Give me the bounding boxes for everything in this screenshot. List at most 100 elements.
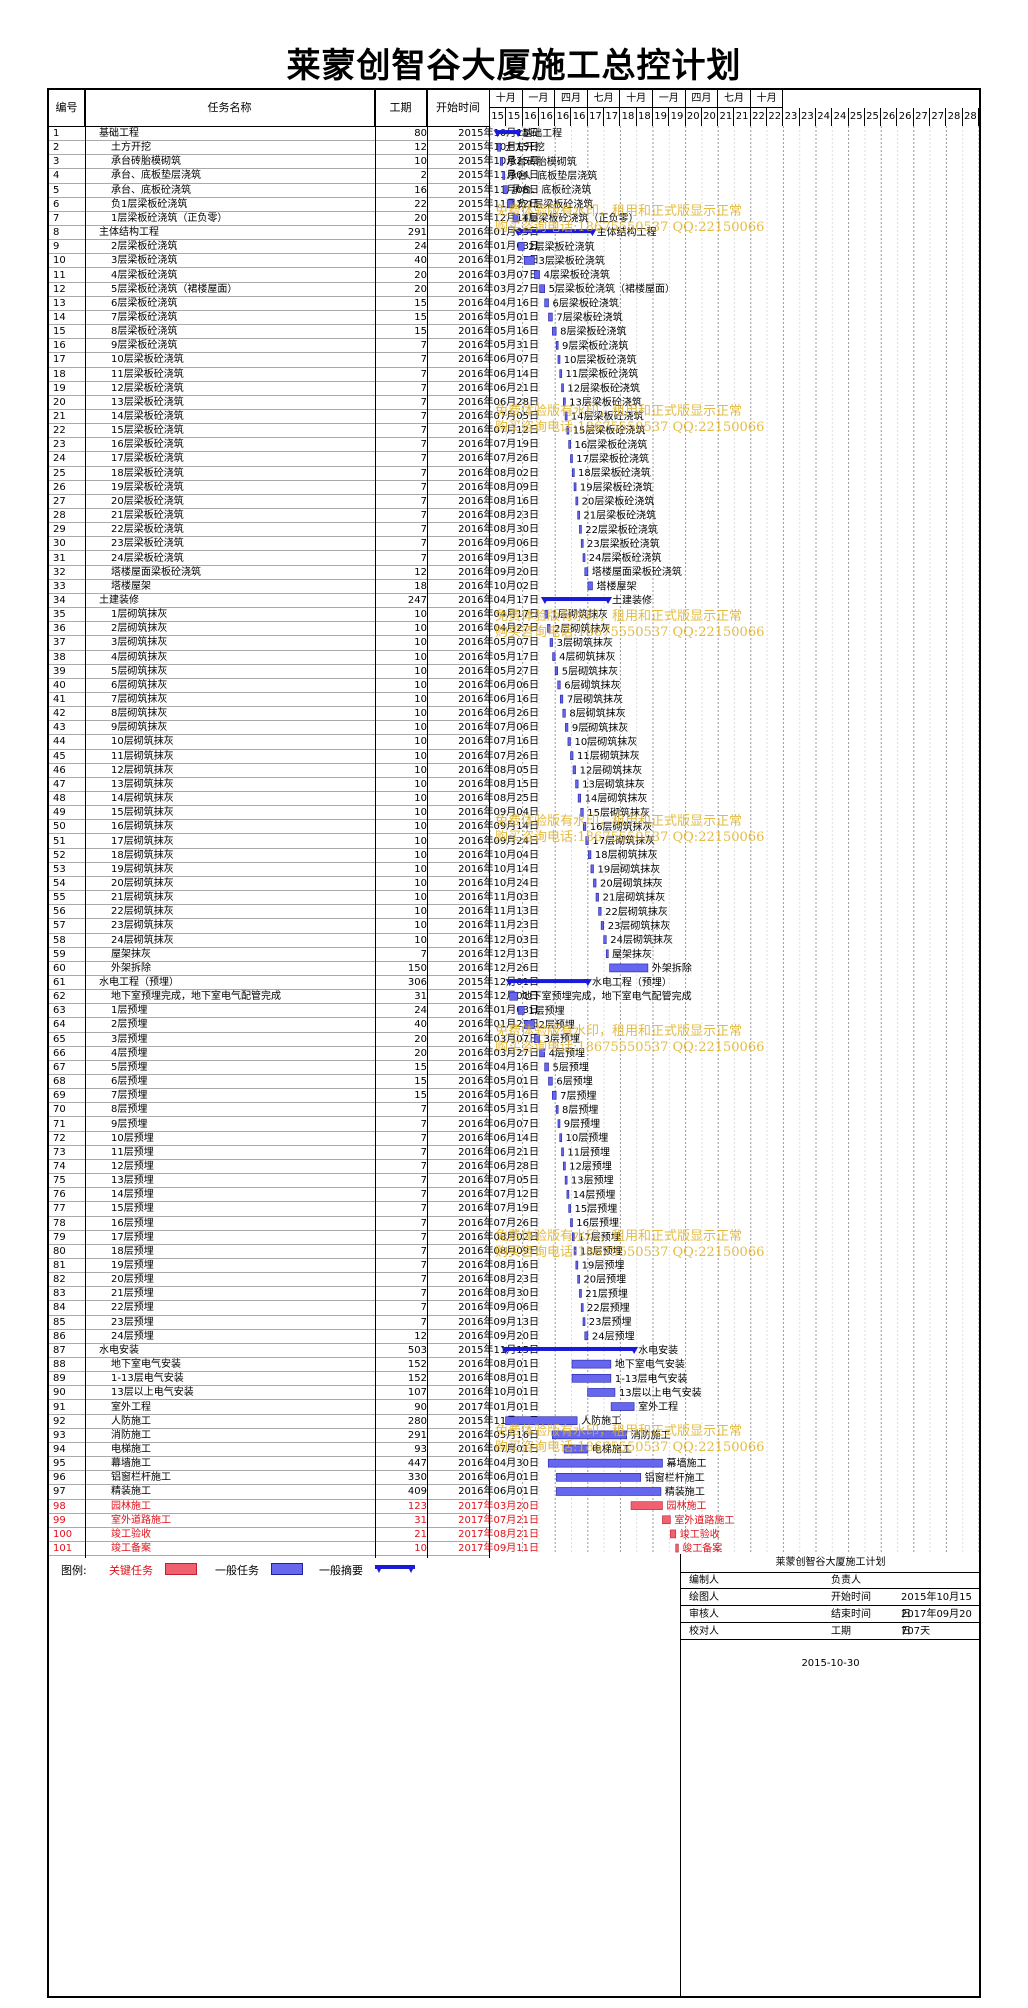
- gantt-bar-50[interactable]: 16层砌筑抹灰: [582, 820, 653, 833]
- gantt-bar-77[interactable]: 15层预埋: [568, 1203, 618, 1215]
- gantt-bar-70[interactable]: 8层预埋: [555, 1104, 598, 1116]
- gantt-bar-90[interactable]: 13层以上电气安装: [587, 1386, 702, 1399]
- gantt-bar-22[interactable]: 15层梁板砼浇筑: [566, 424, 646, 437]
- gantt-bar-51[interactable]: 17层砌筑抹灰: [585, 834, 655, 847]
- gantt-bar-88[interactable]: 地下室电气安装: [571, 1358, 685, 1371]
- gantt-bar-81[interactable]: 19层预埋: [575, 1260, 625, 1272]
- gantt-bar-66[interactable]: 4层预埋: [539, 1047, 585, 1059]
- gantt-bar-8[interactable]: 主体结构工程: [514, 226, 656, 239]
- gantt-bar-11[interactable]: 4层梁板砼浇筑: [534, 268, 610, 281]
- gantt-bar-48[interactable]: 14层砌筑抹灰: [577, 792, 647, 805]
- gantt-bar-12[interactable]: 5层梁板砼浇筑（裙楼屋面）: [539, 282, 675, 295]
- gantt-bar-97[interactable]: 精装施工: [556, 1485, 705, 1498]
- signoff-field-value[interactable]: 707天: [901, 1626, 931, 1637]
- gantt-bar-89[interactable]: 1-13层电气安装: [571, 1372, 688, 1385]
- gantt-bar-37[interactable]: 3层砌筑抹灰: [549, 636, 613, 649]
- gantt-bar-92[interactable]: 人防施工: [505, 1414, 622, 1427]
- gantt-bar-54[interactable]: 20层砌筑抹灰: [593, 877, 663, 890]
- gantt-bar-45[interactable]: 11层砌筑抹灰: [570, 749, 640, 762]
- gantt-bar-3[interactable]: 承台砖胎模砌筑: [499, 155, 577, 168]
- gantt-bar-83[interactable]: 21层预埋: [579, 1288, 628, 1300]
- gantt-bar-78[interactable]: 16层预埋: [570, 1217, 619, 1229]
- gantt-bar-24[interactable]: 17层梁板砼浇筑: [570, 452, 649, 465]
- gantt-bar-98[interactable]: 园林施工: [630, 1499, 706, 1512]
- gantt-bar-75[interactable]: 13层预埋: [564, 1175, 614, 1187]
- gantt-bar-91[interactable]: 室外工程: [610, 1400, 678, 1413]
- gantt-bar-16[interactable]: 9层梁板砼浇筑: [555, 339, 628, 352]
- gantt-bar-86[interactable]: 24层预埋: [584, 1330, 635, 1342]
- gantt-bar-31[interactable]: 24层梁板砼浇筑: [582, 551, 662, 564]
- gantt-bar-36[interactable]: 2层砌筑抹灰: [547, 622, 610, 635]
- gantt-bar-64[interactable]: 2层预埋: [523, 1019, 575, 1031]
- gantt-bar-85[interactable]: 23层预埋: [582, 1316, 632, 1328]
- gantt-bar-28[interactable]: 21层梁板砼浇筑: [577, 509, 657, 522]
- gantt-bar-82[interactable]: 20层预埋: [577, 1274, 627, 1286]
- gantt-bar-47[interactable]: 13层砌筑抹灰: [575, 777, 645, 790]
- gantt-bar-65[interactable]: 3层预埋: [534, 1033, 580, 1045]
- gantt-bar-76[interactable]: 14层预埋: [566, 1189, 616, 1201]
- gantt-bar-67[interactable]: 5层预埋: [544, 1061, 589, 1073]
- gantt-bar-43[interactable]: 9层砌筑抹灰: [565, 721, 628, 734]
- gantt-bar-33[interactable]: 塔楼屋架: [587, 579, 637, 592]
- gantt-bar-60[interactable]: 外架拆除: [609, 961, 692, 974]
- gantt-bar-9[interactable]: 2层梁板砼浇筑: [517, 240, 595, 253]
- gantt-bar-21[interactable]: 14层梁板砼浇筑: [564, 410, 644, 423]
- gantt-bar-55[interactable]: 21层砌筑抹灰: [595, 891, 665, 904]
- gantt-bar-96[interactable]: 铝窗栏杆施工: [556, 1471, 705, 1484]
- gantt-bar-6[interactable]: 负1层梁板砼浇筑: [507, 197, 593, 210]
- signoff-field-value[interactable]: 2017年09月20日: [901, 1609, 972, 1637]
- signoff-field-value[interactable]: 2015年10月15日: [901, 1592, 972, 1620]
- gantt-bar-14[interactable]: 7层梁板砼浇筑: [548, 311, 623, 324]
- gantt-bar-39[interactable]: 5层砌筑抹灰: [554, 664, 618, 677]
- gantt-bar-25[interactable]: 18层梁板砼浇筑: [571, 466, 651, 479]
- gantt-bar-80[interactable]: 18层预埋: [573, 1245, 623, 1257]
